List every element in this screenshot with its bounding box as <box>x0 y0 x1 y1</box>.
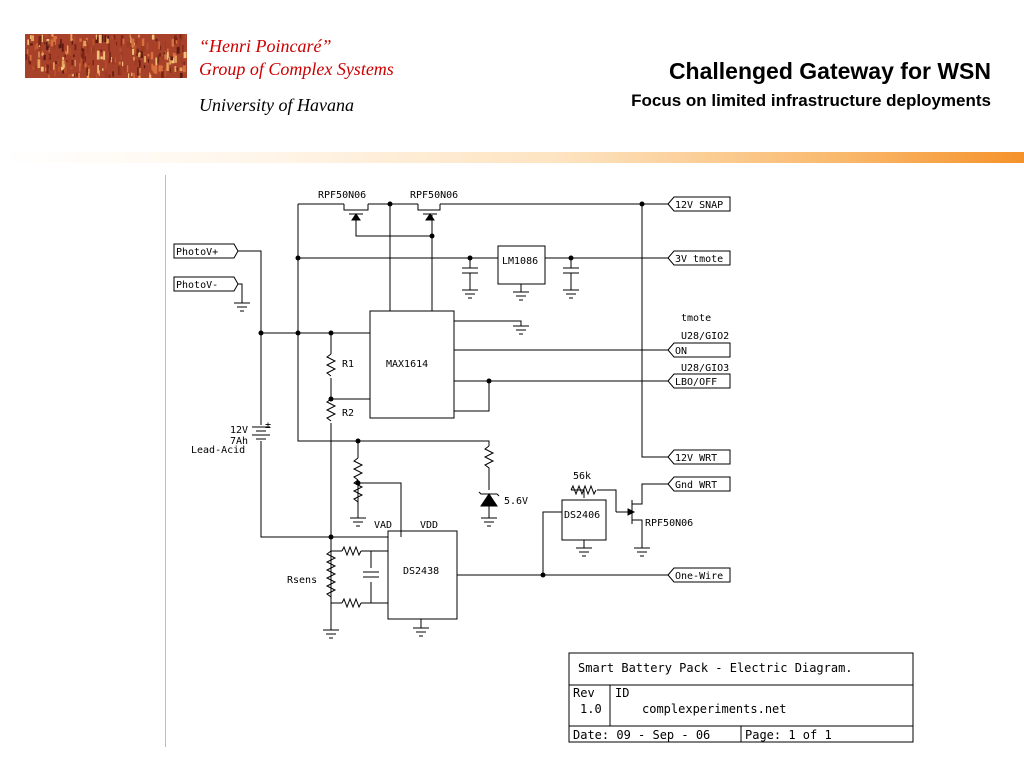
resistor-zener <box>483 445 495 474</box>
label-r1: R1 <box>342 359 354 370</box>
resistor-r2 <box>325 398 337 422</box>
resistor-rsens-3 <box>325 550 337 598</box>
port-on: ON <box>675 346 687 357</box>
junctions <box>258 201 645 578</box>
label-mosfet-2: RPF50N06 <box>410 190 458 201</box>
port-gnd-wrt: Gnd WRT <box>675 480 717 491</box>
label-max1614: MAX1614 <box>386 359 428 370</box>
label-zener: 5.6V <box>504 496 528 507</box>
left-rule <box>165 175 166 747</box>
label-battery-voltage: 12V <box>230 425 248 436</box>
capacitor-c2 <box>563 267 579 290</box>
resistor-r1 <box>325 353 337 377</box>
port-3v-tmote: 3V tmote <box>675 254 723 265</box>
label-rsens: Rsens <box>287 575 317 586</box>
label-vad: VAD <box>374 520 392 531</box>
label-vdd: VDD <box>420 520 438 531</box>
title-block-id-label: ID <box>615 686 629 700</box>
mosfet-2-symbol <box>417 204 441 221</box>
label-battery-capacity: 7Ah <box>230 436 248 447</box>
ds2438-box <box>387 530 458 620</box>
port-flags <box>173 196 731 583</box>
label-mosfet-1: RPF50N06 <box>318 190 366 201</box>
title-block-heading: Smart Battery Pack - Electric Diagram. <box>578 661 853 675</box>
label-mosfet-3: RPF50N06 <box>645 518 693 529</box>
resistor-vad <box>352 457 364 481</box>
battery-symbol <box>252 426 270 440</box>
port-12v-wrt: 12V WRT <box>675 453 717 464</box>
annotation-tmote: tmote <box>681 313 711 324</box>
port-12v-snap: 12V SNAP <box>675 200 723 211</box>
resistor-56k <box>570 484 597 496</box>
port-one-wire: One-Wire <box>675 571 723 582</box>
title-block-rev-value: 1.0 <box>580 702 602 716</box>
port-photov-plus: PhotoV+ <box>176 247 218 258</box>
label-lm1086: LM1086 <box>502 256 538 267</box>
institution-logo <box>25 34 187 78</box>
lm1086-box <box>497 245 546 285</box>
mosfet-3-symbol <box>616 492 643 524</box>
annotation-u28-gio2: U28/GIO2 <box>681 331 729 342</box>
label-ds2406: DS2406 <box>564 510 600 521</box>
university-name: University of Havana <box>199 95 354 115</box>
max1614-box <box>369 310 455 419</box>
resistor-rsens-2 <box>341 597 362 609</box>
port-photov-minus: PhotoV- <box>176 280 218 291</box>
zener-diode-symbol <box>478 491 500 507</box>
group-line-1: “Henri Poincaré” <box>199 36 332 56</box>
group-name: “Henri Poincaré” Group of Complex System… <box>199 35 394 81</box>
capacitor-c1 <box>462 267 478 290</box>
label-battery-type: Lead-Acid <box>191 445 245 456</box>
title-block-page: Page: 1 of 1 <box>745 728 832 742</box>
resistor-vad-2 <box>352 479 364 518</box>
annotation-u28-gio3: U28/GIO3 <box>681 363 729 374</box>
title-block <box>568 652 914 743</box>
mosfet-1-symbol <box>343 204 369 221</box>
title-block-rev-label: Rev <box>573 686 595 700</box>
title-block-id-value: complexperiments.net <box>642 702 787 716</box>
label-battery-polarity: ± <box>265 420 271 431</box>
label-r2: R2 <box>342 408 354 419</box>
resistor-rsens-1 <box>341 545 362 557</box>
page-subtitle: Focus on limited infrastructure deployme… <box>631 91 991 110</box>
label-56k: 56k <box>573 471 591 482</box>
capacitor-rsens <box>363 571 379 578</box>
label-ds2438: DS2438 <box>403 566 439 577</box>
page-title: Challenged Gateway for WSN <box>668 58 991 84</box>
title-block-date: Date: 09 - Sep - 06 <box>573 728 710 742</box>
port-lbo-off: LBO/OFF <box>675 377 717 388</box>
wires <box>238 203 668 630</box>
ground-symbols <box>234 289 650 639</box>
gradient-divider <box>0 152 1024 163</box>
ds2406-box <box>561 499 607 541</box>
group-line-2: Group of Complex Systems <box>199 59 394 79</box>
